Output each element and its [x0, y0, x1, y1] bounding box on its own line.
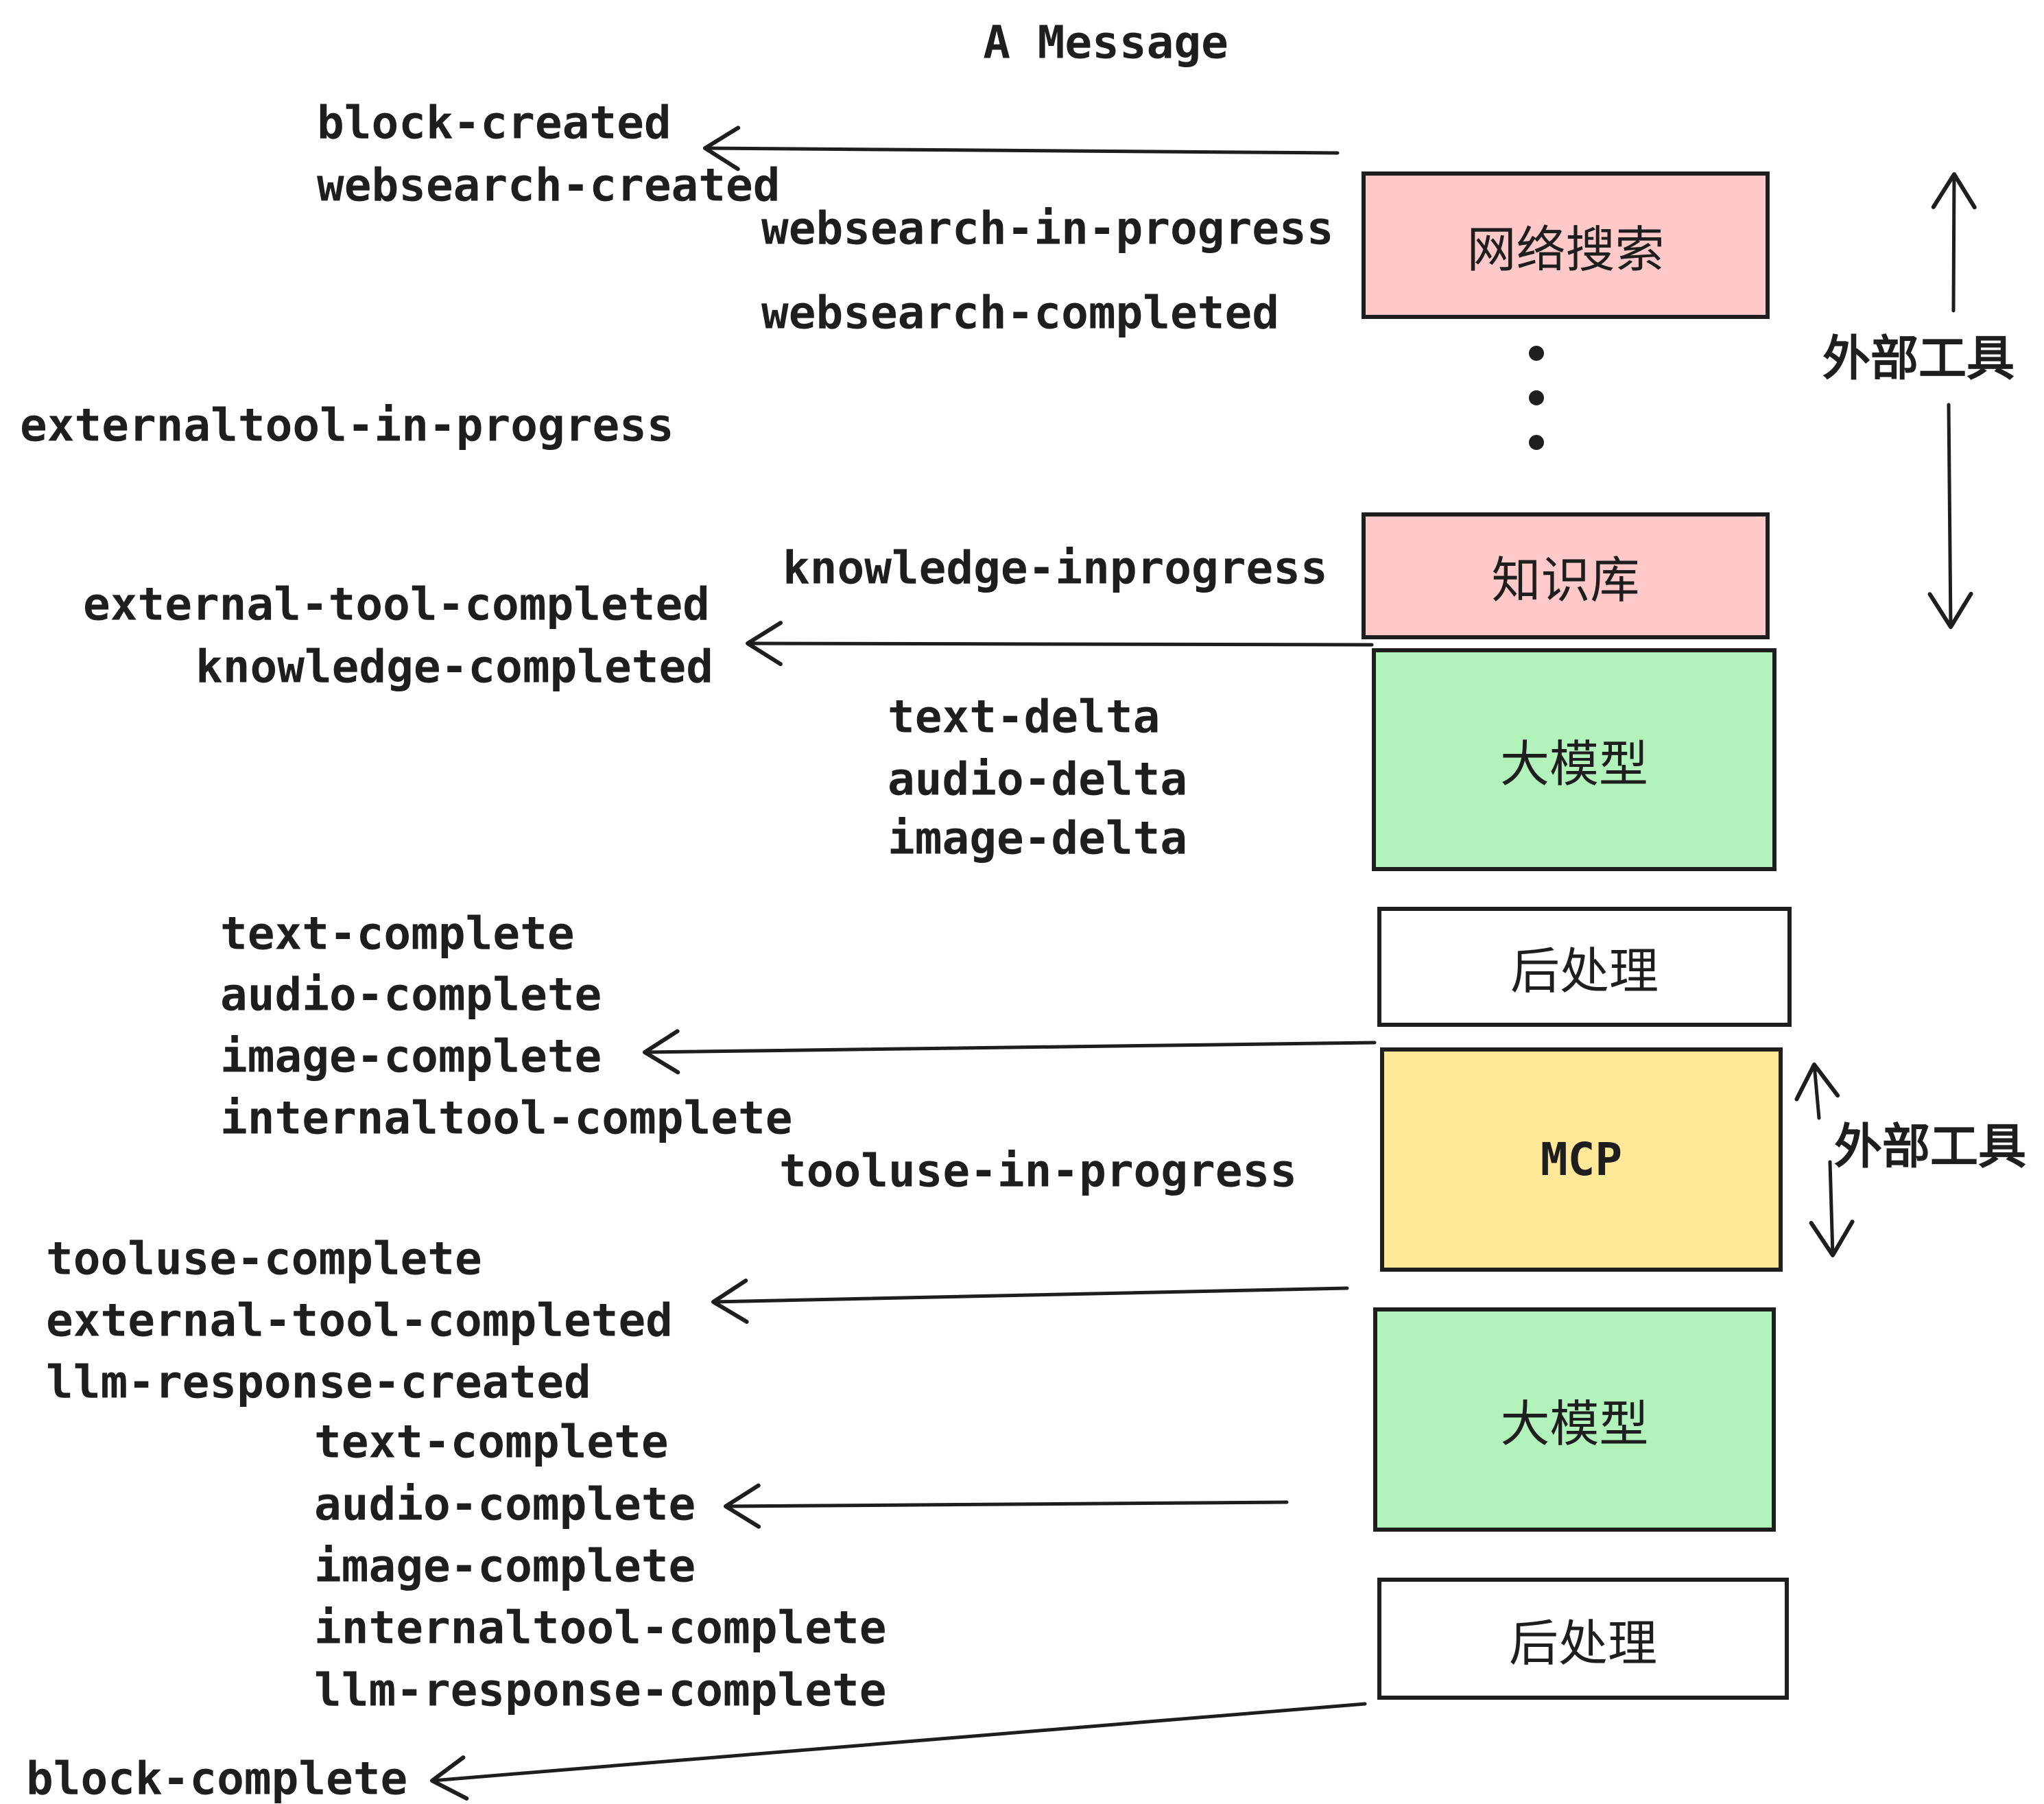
box-postprocess-2: 后处理 [1377, 1578, 1789, 1700]
event-label-externaltool-in-progress: externaltool-in-progress [20, 399, 674, 452]
event-label-external-tool-completed-1: external-tool-completed [83, 578, 710, 631]
event-label-text-complete-2: text-complete [314, 1415, 669, 1469]
event-label-knowledge-completed: knowledge-completed [195, 640, 713, 693]
diagram-title: A Message [983, 16, 1228, 69]
arrow-llm2-to-audio-complete [724, 1483, 1289, 1529]
box-label-llm-2: 大模型 [1500, 1395, 1649, 1453]
box-postprocess-1: 后处理 [1377, 907, 1792, 1027]
ellipsis-dot [1529, 346, 1544, 361]
event-label-block-created: block-created [317, 96, 672, 150]
annotation-label-external-tools-2: 外部工具 [1834, 1118, 2026, 1175]
event-label-llm-response-created: llm-response-created [46, 1355, 591, 1409]
box-mcp: MCP [1380, 1047, 1783, 1272]
arrow-post1-to-image-complete [643, 1029, 1377, 1075]
event-label-knowledge-inprogress: knowledge-inprogress [783, 541, 1328, 595]
box-label-mcp: MCP [1540, 1133, 1623, 1186]
box-llm-2: 大模型 [1373, 1307, 1776, 1532]
event-label-text-complete-1: text-complete [220, 907, 575, 960]
arrow-ext2-arrow-down [1809, 1160, 1855, 1257]
box-label-knowledge: 知识库 [1491, 551, 1640, 609]
arrow-knowledge-to-completed [746, 621, 1374, 667]
event-label-image-complete-2: image-complete [314, 1539, 696, 1593]
event-label-external-tool-completed-2: external-tool-completed [46, 1294, 673, 1347]
event-label-internaltool-complete-2: internaltool-complete [314, 1601, 887, 1654]
event-label-internaltool-complete-1: internaltool-complete [220, 1091, 793, 1145]
arrow-ext2-arrow-up [1794, 1063, 1840, 1120]
event-label-websearch-created: websearch-created [317, 158, 781, 212]
ellipsis-dot [1529, 435, 1544, 450]
arrow-mcp-to-tooluse-complete [711, 1278, 1349, 1324]
event-label-text-delta-1: text-delta [888, 690, 1161, 744]
event-label-websearch-in-progress: websearch-in-progress [761, 202, 1334, 255]
event-label-websearch-completed: websearch-completed [761, 286, 1279, 340]
box-label-llm-1: 大模型 [1499, 735, 1648, 793]
box-websearch: 网络搜索 [1362, 171, 1770, 319]
arrow-msg-to-block-created [703, 126, 1340, 171]
event-label-image-complete-1: image-complete [220, 1030, 602, 1083]
arrow-ext1-arrow-down [1927, 403, 1973, 629]
box-llm-1: 大模型 [1372, 648, 1776, 871]
box-label-websearch: 网络搜索 [1466, 221, 1665, 278]
arrow-ext1-arrow-up [1931, 172, 1977, 313]
box-label-postprocess-1: 后处理 [1510, 942, 1659, 1000]
box-knowledge: 知识库 [1362, 512, 1770, 639]
annotation-label-external-tools-1: 外部工具 [1822, 330, 2015, 387]
ellipsis-dot [1529, 390, 1544, 405]
event-label-image-delta-1: image-delta [888, 811, 1188, 865]
event-label-audio-delta-1: audio-delta [888, 752, 1188, 806]
event-label-block-complete: block-complete [26, 1752, 408, 1804]
box-label-postprocess-2: 后处理 [1508, 1614, 1657, 1672]
event-label-audio-complete-1: audio-complete [220, 968, 602, 1021]
event-label-tooluse-complete: tooluse-complete [46, 1232, 482, 1285]
event-label-llm-response-complete: llm-response-complete [314, 1663, 887, 1717]
event-label-tooluse-in-progress: tooluse-in-progress [779, 1144, 1297, 1198]
event-label-audio-complete-2: audio-complete [314, 1477, 696, 1531]
